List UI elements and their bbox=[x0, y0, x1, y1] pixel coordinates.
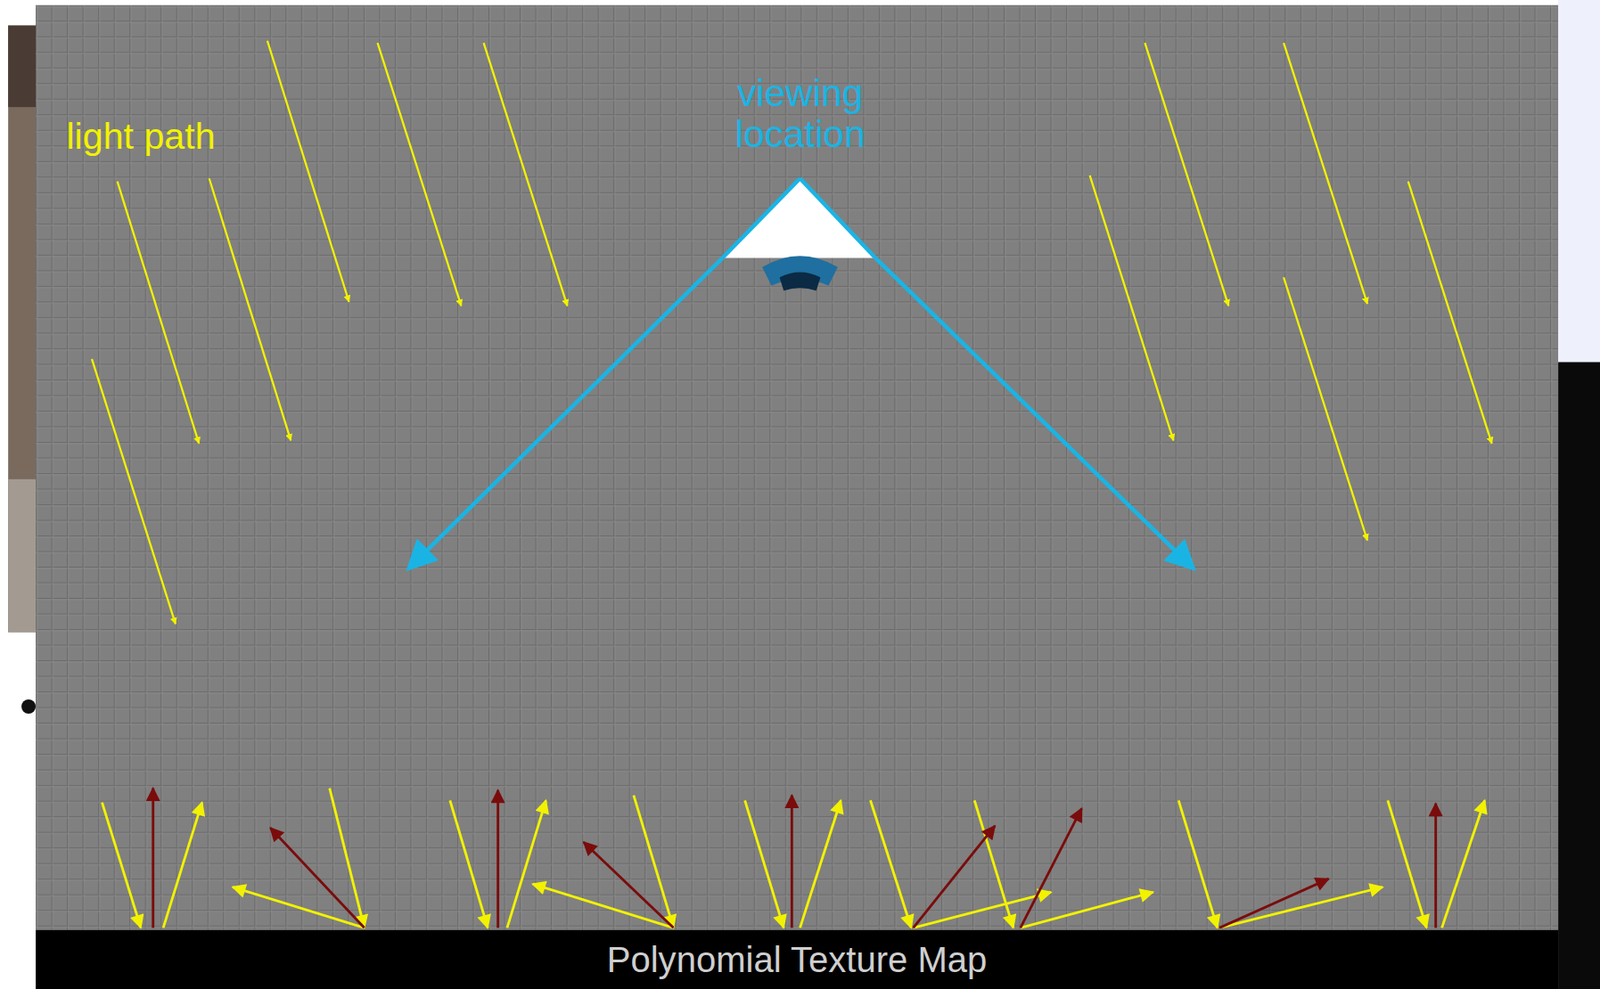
surface-normals bbox=[153, 788, 1436, 929]
photo-edge bbox=[8, 25, 39, 108]
bullet-dot bbox=[21, 699, 36, 714]
slide-ground bbox=[1558, 0, 1600, 362]
dark-panel bbox=[1558, 361, 1600, 989]
light-rays bbox=[91, 41, 1493, 625]
photo-edge bbox=[8, 479, 39, 633]
photo-edge bbox=[8, 25, 39, 633]
caption-bar bbox=[35, 930, 1559, 989]
reflected-rays bbox=[101, 788, 1485, 929]
caption: Polynomial Texture Map bbox=[35, 930, 1559, 989]
viewing-location-label: viewing location bbox=[697, 73, 903, 155]
viewing-cone bbox=[408, 178, 1194, 569]
light-path-label: light path bbox=[65, 116, 332, 157]
grid-panel bbox=[35, 5, 1559, 931]
